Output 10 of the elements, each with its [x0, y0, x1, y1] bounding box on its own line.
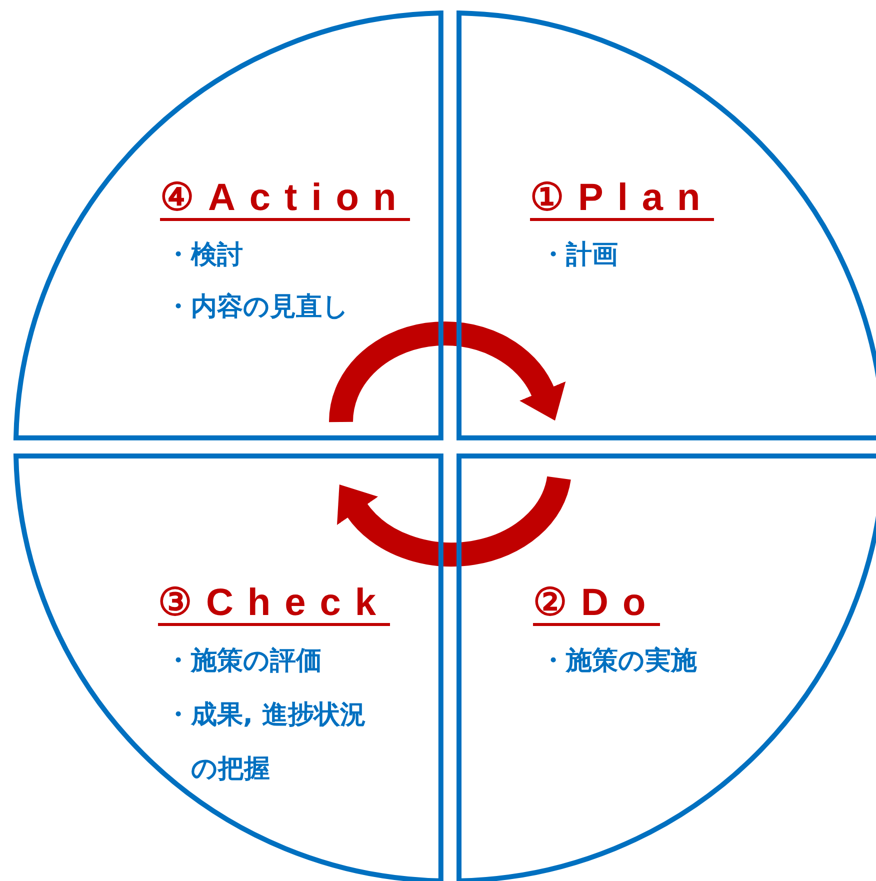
- bullet-item: ・計画: [540, 238, 619, 272]
- phase-heading: ①Plan: [530, 178, 714, 221]
- bullet-item: ・内容の見直し: [164, 290, 350, 324]
- phase-heading: ②Do: [533, 583, 660, 626]
- bullet-item: ・施策の評価: [164, 645, 323, 678]
- bullet-item: ・成果, 進捗状況の把握: [164, 699, 367, 786]
- bullet-item: ・施策の実施: [540, 645, 698, 678]
- bullet-item: ・検討: [164, 238, 244, 272]
- phase-heading: ④Action: [160, 178, 410, 221]
- phase-heading: ③Check: [158, 583, 390, 626]
